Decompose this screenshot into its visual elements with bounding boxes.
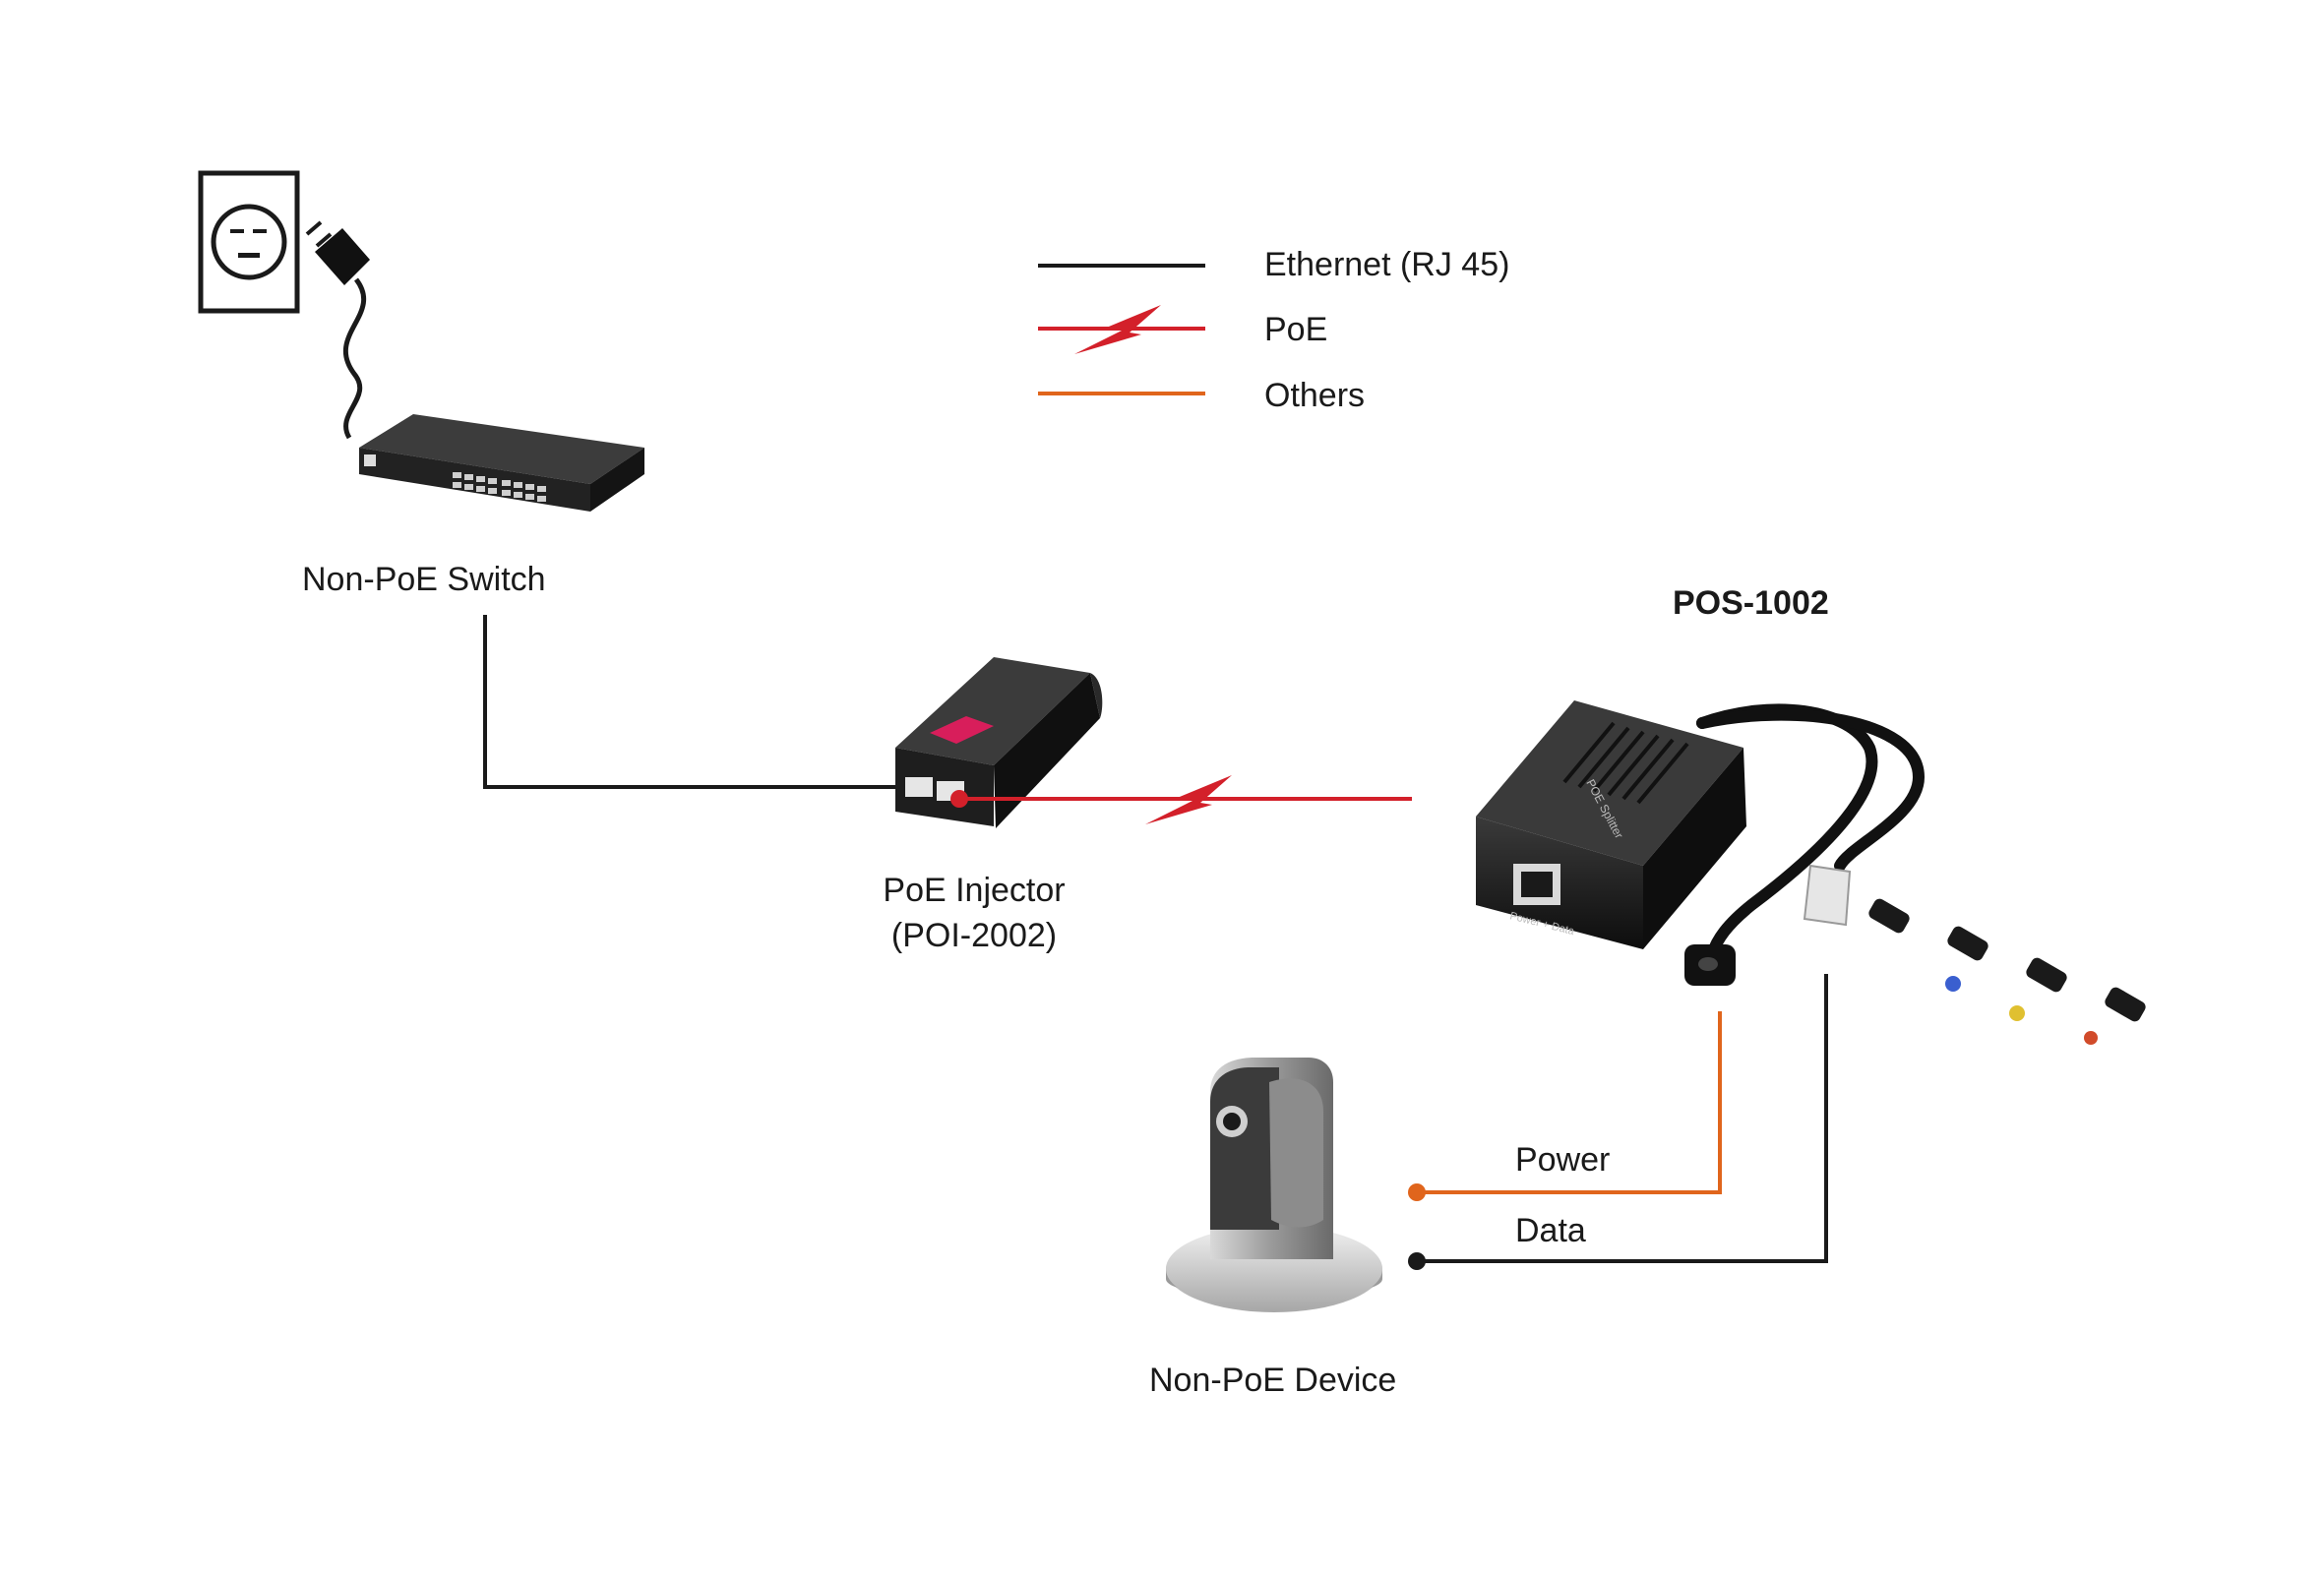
device-label: Non-PoE Device: [1149, 1362, 1397, 1399]
data-label: Data: [1515, 1212, 1586, 1249]
power-outlet-icon: [198, 170, 300, 314]
data-link-end: [1408, 1252, 1426, 1270]
power-plug-icon: [305, 220, 370, 440]
data-link: [1417, 974, 1828, 1263]
dc-tips-icon: [1868, 898, 2146, 1045]
ethernet-link-switch-injector: [483, 615, 895, 789]
legend-poe-label: PoE: [1264, 311, 1328, 348]
power-link-end: [1408, 1183, 1426, 1201]
injector-label-line1: PoE Injector: [883, 872, 1066, 909]
power-link: [1417, 1011, 1722, 1194]
switch-icon: [359, 414, 644, 512]
injector-label: PoE Injector (POI-2002): [856, 868, 1092, 958]
poe-splitter-icon: POE Splitter Power + Data: [1476, 700, 2146, 1045]
poe-injector-icon: [895, 657, 1103, 828]
ip-camera-icon: [1166, 1058, 1382, 1312]
poe-link-injector-splitter: [950, 775, 1412, 824]
legend-ethernet-label: Ethernet (RJ 45): [1264, 246, 1510, 283]
switch-label: Non-PoE Switch: [302, 561, 546, 598]
legend-others-label: Others: [1264, 377, 1366, 414]
legend: [1038, 264, 1205, 395]
splitter-title: POS-1002: [1673, 584, 1829, 622]
power-label: Power: [1515, 1141, 1611, 1179]
legend-poe-symbol: [1038, 305, 1205, 354]
injector-label-line2: (POI-2002): [890, 917, 1058, 954]
